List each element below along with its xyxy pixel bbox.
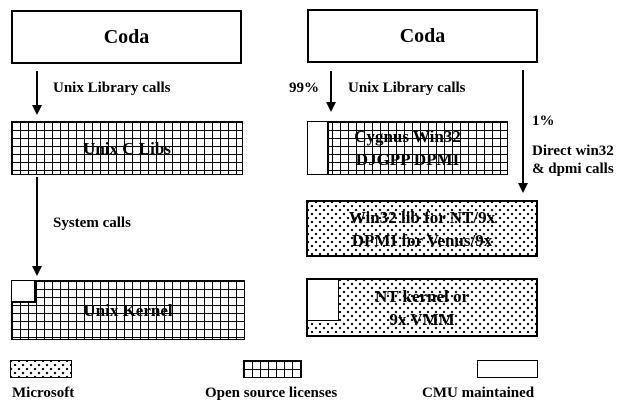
unix-c-libs-label: Unix C Libs — [83, 138, 171, 158]
coda-box-left: Coda — [11, 10, 242, 64]
arrow-unix-library-calls-left — [32, 71, 42, 115]
win32-lib-line1: Win32 lib for NT/9x — [348, 207, 496, 227]
unix-library-calls-label-left: Unix Library calls — [53, 80, 171, 96]
win32-lib-box: Win32 lib for NT/9x DPMI for Venus/9x — [306, 200, 538, 257]
legend-swatch-open-source — [243, 360, 302, 378]
legend-label-microsoft: Microsoft — [12, 385, 75, 401]
nt-kernel-line1: NT kernel or — [374, 286, 470, 306]
direct-win32-line2: & dpmi calls — [532, 161, 614, 177]
nt-kernel-white-cutout — [308, 280, 339, 321]
percent-99-label: 99% — [289, 80, 319, 96]
nt-kernel-box: NT kernel or 9x VMM — [306, 278, 538, 337]
direct-win32-label: Direct win32 & dpmi calls — [532, 142, 614, 178]
legend-swatch-cmu — [477, 360, 538, 378]
arrow-unix-library-calls-right — [326, 71, 336, 112]
coda-left-label: Coda — [103, 25, 150, 48]
arrow-direct-win32 — [518, 70, 528, 193]
legend-label-cmu: CMU maintained — [422, 385, 535, 401]
win32-lib-label: Win32 lib for NT/9x DPMI for Venus/9x — [349, 206, 495, 252]
legend-swatch-microsoft — [10, 360, 72, 378]
unix-c-libs-box: Unix C Libs — [11, 121, 243, 175]
cygnus-line2: DJGPP DPMI — [355, 150, 460, 169]
win32-lib-line2: DPMI for Venus/9x — [351, 230, 493, 250]
unix-kernel-white-cutout — [12, 281, 36, 303]
unix-library-calls-label-right: Unix Library calls — [348, 80, 466, 96]
arrow-system-calls — [32, 177, 42, 276]
cygnus-win32-label: Cygnus Win32 DJGPP DPMI — [354, 125, 461, 171]
cygnus-line1: Cygnus Win32 — [354, 127, 461, 146]
cygnus-win32-box: Cygnus Win32 DJGPP DPMI — [307, 121, 508, 175]
system-calls-label: System calls — [53, 215, 131, 231]
coda-box-right: Coda — [307, 9, 538, 63]
percent-1-label: 1% — [532, 113, 555, 129]
unix-kernel-label: Unix Kernel — [83, 300, 173, 320]
nt-kernel-line2: 9x VMM — [389, 309, 455, 329]
coda-right-label: Coda — [399, 24, 446, 47]
cygnus-white-stripe — [308, 122, 329, 174]
nt-kernel-label: NT kernel or 9x VMM — [375, 285, 469, 331]
unix-kernel-box: Unix Kernel — [11, 280, 245, 340]
legend-label-open-source: Open source licenses — [205, 385, 338, 401]
direct-win32-line1: Direct win32 — [532, 143, 614, 159]
